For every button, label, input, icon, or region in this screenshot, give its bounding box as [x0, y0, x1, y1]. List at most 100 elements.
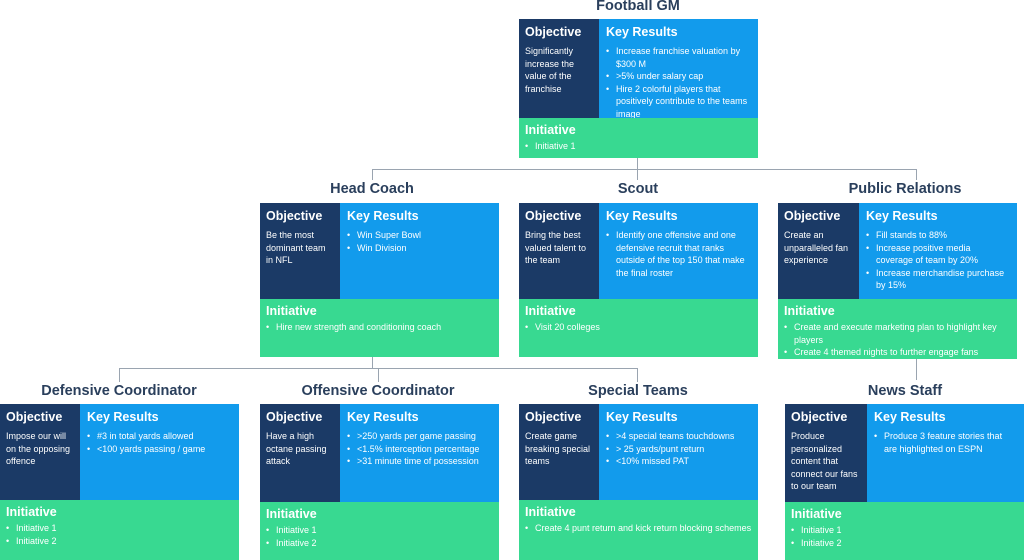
objective-text: Create an unparalleled fan experience	[784, 230, 849, 265]
initiative-list: Initiative 1Initiative 2	[6, 522, 233, 547]
key-results-box: Key Results Fill stands to 88%Increase p…	[859, 203, 1017, 299]
okr-card-defensive: Objective Impose our will on the opposin…	[0, 404, 239, 560]
initiative-list: Visit 20 colleges	[525, 321, 752, 334]
objective-heading: Objective	[784, 209, 841, 223]
initiative-heading: Initiative	[266, 304, 317, 318]
okr-card-gm: Objective Significantly increase the val…	[519, 19, 758, 158]
list-item: Increase franchise valuation by $300 M	[606, 45, 751, 70]
list-item: >250 yards per game passing	[347, 430, 492, 443]
role-title-pr: Public Relations	[848, 181, 962, 197]
list-item: Initiative 1	[525, 140, 752, 153]
key-results-list: #3 in total yards allowed<100 yards pass…	[87, 430, 232, 455]
list-item: Create 4 punt return and kick return blo…	[525, 522, 752, 535]
list-item: Initiative 2	[266, 537, 493, 550]
initiative-heading: Initiative	[525, 505, 576, 519]
connector-line	[378, 368, 379, 382]
role-title-offensive: Offensive Coordinator	[301, 383, 455, 399]
objective-text: Have a high octane passing attack	[266, 431, 327, 466]
list-item: <100 yards passing / game	[87, 443, 232, 456]
objective-text: Be the most dominant team in NFL	[266, 230, 326, 265]
list-item: >5% under salary cap	[606, 70, 751, 83]
list-item: Hire new strength and conditioning coach	[266, 321, 493, 334]
list-item: Create 4 themed nights to further engage…	[784, 346, 1011, 359]
role-title-gm: Football GM	[596, 0, 680, 14]
objective-box: Objective Be the most dominant team in N…	[260, 203, 340, 299]
initiative-box: Initiative Visit 20 colleges	[519, 299, 758, 357]
objective-heading: Objective	[525, 25, 582, 39]
okr-card-special: Objective Create game breaking special t…	[519, 404, 758, 560]
key-results-box: Key Results Identify one offensive and o…	[599, 203, 758, 299]
objective-text: Impose our will on the opposing offence	[6, 431, 71, 466]
key-results-box: Key Results >4 special teams touchdowns>…	[599, 404, 758, 500]
objective-text: Create game breaking special teams	[525, 431, 591, 466]
key-results-list: Identify one offensive and one defensive…	[606, 229, 751, 279]
key-results-list: Fill stands to 88%Increase positive medi…	[866, 229, 1010, 292]
objective-box: Objective Create an unparalleled fan exp…	[778, 203, 859, 299]
key-results-box: Key Results Produce 3 feature stories th…	[867, 404, 1024, 502]
objective-heading: Objective	[266, 209, 323, 223]
list-item: Initiative 2	[6, 535, 233, 548]
list-item: <1.5% interception percentage	[347, 443, 492, 456]
key-results-list: >4 special teams touchdowns> 25 yards/pu…	[606, 430, 751, 468]
initiative-box: Initiative Create 4 punt return and kick…	[519, 500, 758, 560]
role-title-scout: Scout	[617, 181, 659, 197]
list-item: Initiative 1	[6, 522, 233, 535]
initiative-list: Initiative 1Initiative 2	[791, 524, 1018, 549]
objective-box: Objective Create game breaking special t…	[519, 404, 599, 500]
key-results-list: Produce 3 feature stories that are highl…	[874, 430, 1017, 455]
key-results-list: Increase franchise valuation by $300 M>5…	[606, 45, 751, 120]
key-results-box: Key Results Increase franchise valuation…	[599, 19, 758, 120]
key-results-list: Win Super BowlWin Division	[347, 229, 492, 254]
list-item: Increase merchandise purchase by 15%	[866, 267, 1010, 292]
list-item: #3 in total yards allowed	[87, 430, 232, 443]
objective-box: Objective Impose our will on the opposin…	[0, 404, 80, 500]
initiative-box: Initiative Initiative 1Initiative 2	[0, 500, 239, 560]
initiative-list: Hire new strength and conditioning coach	[266, 321, 493, 334]
connector-line	[916, 169, 917, 180]
initiative-heading: Initiative	[525, 123, 576, 137]
list-item: Initiative 2	[791, 537, 1018, 550]
connector-line	[916, 358, 917, 380]
objective-heading: Objective	[525, 410, 582, 424]
objective-box: Objective Significantly increase the val…	[519, 19, 599, 118]
objective-text: Produce personalized content that connec…	[791, 431, 858, 491]
initiative-box: Initiative Initiative 1Initiative 2	[785, 502, 1024, 560]
objective-text: Significantly increase the value of the …	[525, 46, 575, 94]
objective-box: Objective Produce personalized content t…	[785, 404, 867, 502]
initiative-list: Create and execute marketing plan to hig…	[784, 321, 1011, 359]
role-title-special: Special Teams	[588, 383, 688, 399]
key-results-heading: Key Results	[347, 209, 419, 223]
list-item: Visit 20 colleges	[525, 321, 752, 334]
connector-line	[637, 169, 638, 180]
key-results-heading: Key Results	[87, 410, 159, 424]
connector-line	[372, 356, 373, 368]
objective-box: Objective Bring the best valued talent t…	[519, 203, 599, 299]
initiative-heading: Initiative	[791, 507, 842, 521]
list-item: Win Division	[347, 242, 492, 255]
initiative-list: Initiative 1Initiative 2	[266, 524, 493, 549]
connector-line	[119, 368, 120, 382]
key-results-heading: Key Results	[606, 25, 678, 39]
objective-heading: Objective	[266, 410, 323, 424]
initiative-heading: Initiative	[266, 507, 317, 521]
key-results-list: >250 yards per game passing<1.5% interce…	[347, 430, 492, 468]
list-item: > 25 yards/punt return	[606, 443, 751, 456]
okr-card-scout: Objective Bring the best valued talent t…	[519, 203, 758, 357]
list-item: Initiative 1	[791, 524, 1018, 537]
okr-card-pr: Objective Create an unparalleled fan exp…	[778, 203, 1017, 359]
initiative-box: Initiative Hire new strength and conditi…	[260, 299, 499, 357]
list-item: Produce 3 feature stories that are highl…	[874, 430, 1017, 455]
initiative-box: Initiative Create and execute marketing …	[778, 299, 1017, 359]
connector-line	[637, 157, 638, 169]
connector-line	[637, 368, 638, 382]
key-results-heading: Key Results	[606, 410, 678, 424]
list-item: Identify one offensive and one defensive…	[606, 229, 751, 279]
initiative-box: Initiative Initiative 1	[519, 118, 758, 158]
objective-text: Bring the best valued talent to the team	[525, 230, 587, 265]
list-item: >31 minute time of possession	[347, 455, 492, 468]
list-item: >4 special teams touchdowns	[606, 430, 751, 443]
list-item: Initiative 1	[266, 524, 493, 537]
list-item: Increase positive media coverage of team…	[866, 242, 1010, 267]
initiative-heading: Initiative	[525, 304, 576, 318]
list-item: Create and execute marketing plan to hig…	[784, 321, 1011, 346]
